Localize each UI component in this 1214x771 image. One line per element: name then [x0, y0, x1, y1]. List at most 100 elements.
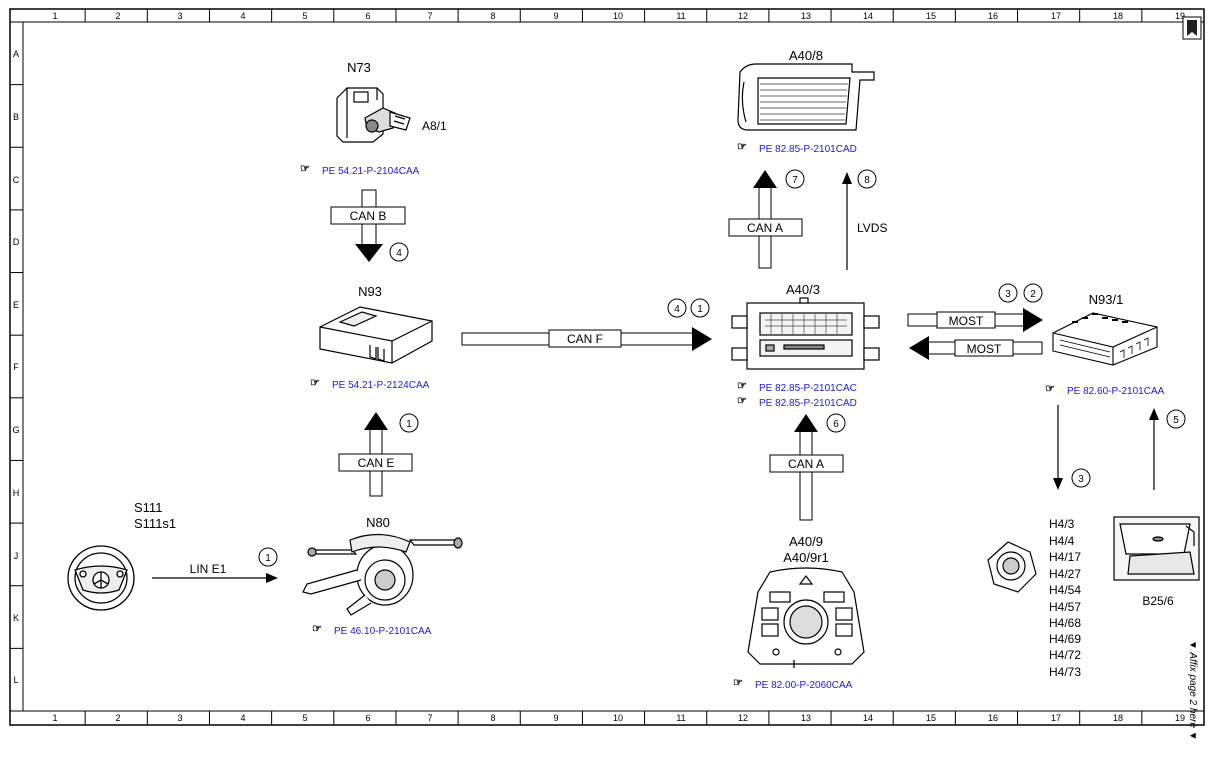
svg-text:☞: ☞ — [1045, 383, 1055, 395]
b25-6-microphone-icon[interactable] — [1113, 516, 1200, 581]
most-left-connection: MOST — [909, 336, 1043, 360]
speaker-label: H4/27 — [1049, 567, 1081, 581]
steering-wheel-icon[interactable] — [67, 545, 135, 611]
n93-reference-link[interactable]: ☞ PE 54.21-P-2124CAA — [310, 377, 430, 391]
grid-col-label: 9 — [553, 713, 558, 723]
grid-col-label: 12 — [738, 713, 748, 723]
a40-8-reference-link[interactable]: ☞ PE 82.85-P-2101CAD — [737, 141, 857, 155]
marker-4-canf: 4 — [667, 298, 687, 318]
n93-control-unit-icon[interactable] — [319, 306, 433, 364]
lin-e1-label: LIN E1 — [190, 562, 227, 576]
grid-col-label: 7 — [427, 713, 432, 723]
grid-col-label: 17 — [1051, 713, 1061, 723]
grid-col-label: 14 — [863, 713, 873, 723]
can-e-connection: CAN E — [338, 412, 413, 497]
corner-bookmark-icon[interactable] — [1182, 16, 1202, 40]
marker-2-most: 2 — [1023, 283, 1043, 303]
grid-columns: 1 2 3 4 5 6 7 8 9 10 11 12 13 14 15 16 1… — [52, 9, 1185, 725]
a40-3-reference-link-cac[interactable]: ☞ PE 82.85-P-2101CAC — [737, 380, 857, 394]
n93-1-label: N93/1 — [1089, 292, 1124, 307]
can-a-bottom-label: CAN A — [788, 457, 824, 471]
can-f-label: CAN F — [567, 332, 603, 346]
grid-col-label: 15 — [926, 11, 936, 21]
n73-ignition-switch-icon[interactable] — [336, 87, 411, 143]
grid-col-label: 5 — [302, 11, 307, 21]
n73-label: N73 — [347, 60, 371, 75]
a40-9-control-panel-icon[interactable] — [747, 567, 865, 668]
grid-col-label: 14 — [863, 11, 873, 21]
a8-1-label: A8/1 — [422, 119, 447, 133]
grid-col-label: 4 — [240, 713, 245, 723]
svg-text:PE 82.60-P-2101CAA: PE 82.60-P-2101CAA — [1067, 386, 1165, 397]
can-a-top-connection: CAN A — [728, 170, 803, 269]
can-a-bottom-connection: CAN A — [769, 414, 844, 521]
n80-steering-column-module-icon[interactable] — [302, 533, 463, 616]
grid-row-label: J — [14, 551, 19, 561]
grid-col-label: 3 — [177, 11, 182, 21]
n93-1-amplifier-icon[interactable] — [1052, 312, 1158, 366]
grid-col-label: 10 — [613, 11, 623, 21]
most-right-label: MOST — [949, 314, 984, 328]
a40-3-label: A40/3 — [786, 282, 820, 297]
grid-col-label: 15 — [926, 713, 936, 723]
svg-text:☞: ☞ — [300, 163, 310, 175]
svg-text:☞: ☞ — [310, 377, 320, 389]
speaker-label: H4/17 — [1049, 550, 1081, 564]
grid-row-label: E — [13, 300, 19, 310]
grid-row-label: L — [13, 675, 18, 685]
grid-row-label: F — [13, 362, 19, 372]
speaker-label: H4/69 — [1049, 632, 1081, 646]
most-left-label: MOST — [967, 342, 1002, 356]
svg-text:8: 8 — [864, 175, 870, 186]
grid-col-label: 16 — [988, 713, 998, 723]
grid-col-label: 2 — [115, 11, 120, 21]
grid-col-label: 6 — [365, 713, 370, 723]
marker-3-speakers: 3 — [1071, 468, 1091, 488]
grid-rows: A B C D E F G H J K L — [10, 49, 23, 685]
grid-col-label: 18 — [1113, 713, 1123, 723]
grid-col-label: 3 — [177, 713, 182, 723]
a40-9-reference-link[interactable]: ☞ PE 82.00-P-2060CAA — [733, 677, 853, 691]
a40-8-display-icon[interactable] — [737, 63, 875, 131]
a40-3-reference-link-cad[interactable]: ☞ PE 82.85-P-2101CAD — [737, 395, 857, 409]
most-right-connection: MOST — [907, 308, 1043, 332]
a40-9r1-label: A40/9r1 — [783, 550, 829, 565]
n73-reference-link[interactable]: ☞ PE 54.21-P-2104CAA — [300, 163, 420, 177]
grid-col-label: 5 — [302, 713, 307, 723]
a40-3-head-unit-icon[interactable] — [731, 297, 880, 370]
svg-text:4: 4 — [674, 304, 680, 315]
s111s1-label: S111s1 — [134, 516, 176, 531]
marker-1-canf: 1 — [690, 298, 710, 318]
grid-row-label: C — [13, 175, 20, 185]
grid-col-label: 4 — [240, 11, 245, 21]
svg-text:PE 54.21-P-2124CAA: PE 54.21-P-2124CAA — [332, 380, 430, 391]
speaker-label: H4/3 — [1049, 517, 1075, 531]
grid-row-label: K — [13, 613, 19, 623]
speaker-label: H4/54 — [1049, 583, 1081, 597]
svg-text:☞: ☞ — [737, 141, 747, 153]
grid-col-label: 11 — [676, 713, 685, 723]
n80-reference-link[interactable]: ☞ PE 46.10-P-2101CAA — [312, 623, 432, 637]
a40-8-label: A40/8 — [789, 48, 823, 63]
marker-3-most: 3 — [998, 283, 1018, 303]
grid-row-label: D — [13, 237, 20, 247]
n80-label: N80 — [366, 515, 390, 530]
n93-1-reference-link[interactable]: ☞ PE 82.60-P-2101CAA — [1045, 383, 1165, 397]
speaker-icon[interactable] — [987, 541, 1037, 593]
n93-label: N93 — [358, 284, 382, 299]
grid-col-label: 1 — [52, 713, 57, 723]
can-b-label: CAN B — [350, 209, 387, 223]
svg-text:1: 1 — [265, 553, 271, 564]
grid-col-label: 13 — [801, 11, 811, 21]
grid-col-label: 8 — [490, 713, 495, 723]
svg-text:5: 5 — [1173, 415, 1179, 426]
svg-text:4: 4 — [396, 248, 402, 259]
grid-col-label: 17 — [1051, 11, 1061, 21]
grid-col-label: 1 — [52, 11, 57, 21]
svg-text:7: 7 — [792, 175, 798, 186]
a40-9-label: A40/9 — [789, 534, 823, 549]
svg-text:PE 82.00-P-2060CAA: PE 82.00-P-2060CAA — [755, 680, 853, 691]
svg-text:PE 54.21-P-2104CAA: PE 54.21-P-2104CAA — [322, 166, 420, 177]
speaker-label: H4/57 — [1049, 600, 1081, 614]
